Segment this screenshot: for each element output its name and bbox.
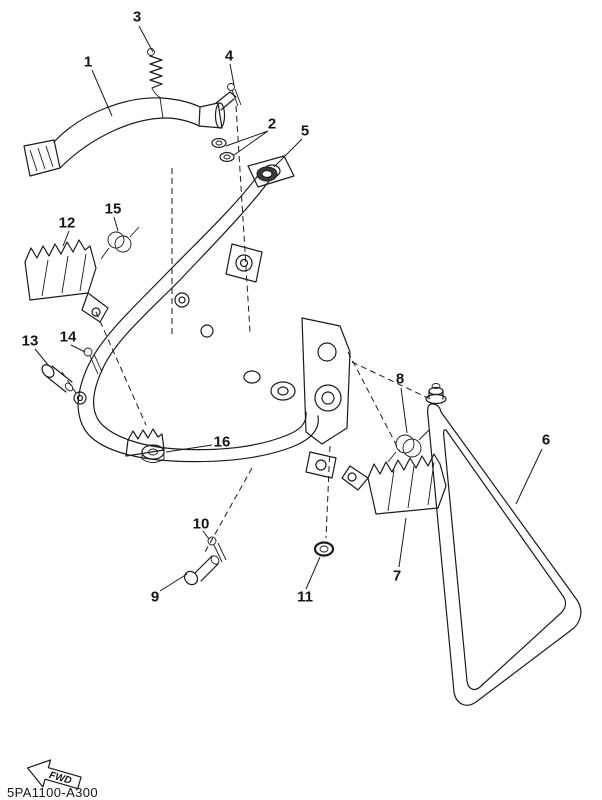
- right-footrest: [341, 453, 447, 515]
- pedal-return-spring: [147, 48, 163, 99]
- footrest-bolt-left: [41, 364, 74, 393]
- callout-8: 8: [395, 370, 405, 388]
- callout-10: 10: [192, 515, 210, 533]
- right-footrest-spring: [387, 429, 430, 463]
- side-stand: [425, 383, 582, 706]
- callout-14: 14: [59, 328, 77, 346]
- washer-bottom: [313, 541, 335, 557]
- callout-1: 1: [83, 53, 93, 71]
- callout-4: 4: [224, 47, 234, 65]
- cotter-pin-bottom: [207, 536, 227, 563]
- footrest-bolt-bottom: [183, 555, 220, 586]
- callout-2: 2: [267, 115, 277, 133]
- callout-12: 12: [58, 214, 76, 232]
- diagram-code: 5PA1100-A300: [7, 785, 99, 800]
- left-footrest-spring: [100, 226, 140, 260]
- flange-nut: [141, 444, 165, 463]
- callout-7: 7: [392, 567, 402, 585]
- callout-15: 15: [104, 200, 122, 218]
- leader-lines: [34, 25, 543, 592]
- callout-11: 11: [297, 588, 313, 606]
- callout-16: 16: [213, 433, 231, 451]
- callout-3: 3: [132, 8, 142, 26]
- callout-5: 5: [300, 122, 310, 140]
- frame: [73, 155, 351, 479]
- oil-seal: [256, 166, 278, 182]
- left-footrest: [24, 239, 109, 323]
- brake-pedal: [23, 91, 237, 177]
- callout-6: 6: [541, 431, 551, 449]
- cotter-pin-top: [227, 83, 242, 107]
- callout-9: 9: [150, 588, 160, 606]
- callout-13: 13: [21, 332, 39, 350]
- washers-pair: [211, 137, 235, 163]
- dashed-assembly-lines: [61, 105, 429, 553]
